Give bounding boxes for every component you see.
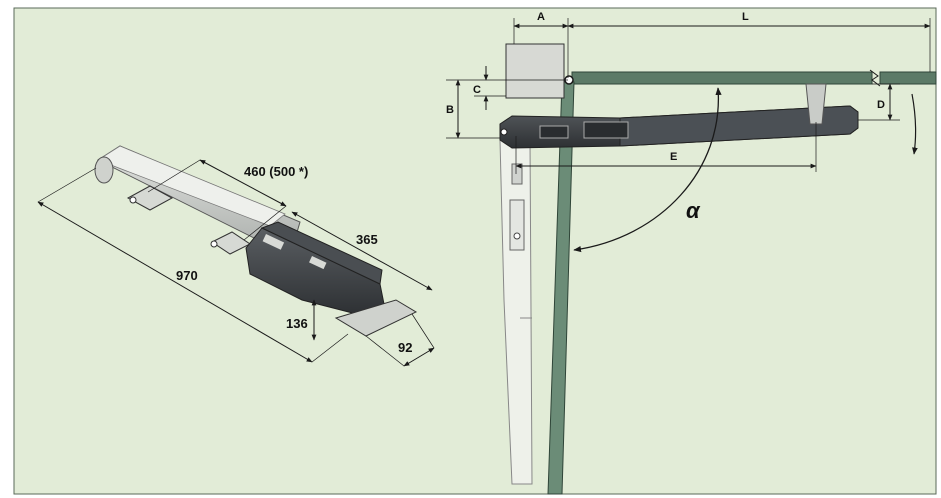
motor-isometric-view: 460 (500 *) 365 970 136 92 xyxy=(37,145,435,367)
dim-line-92 xyxy=(403,347,435,367)
motor-control-panel-2 xyxy=(583,121,629,139)
ext-970-a xyxy=(37,167,97,203)
gate-leaf-closed-end xyxy=(879,71,937,85)
installation-top-view: A L C B D E α xyxy=(446,11,937,495)
ext-970-b xyxy=(311,333,349,363)
dim-c-label: C xyxy=(473,84,481,96)
dim-a-label: A xyxy=(537,11,545,23)
hinge-pin-icon xyxy=(129,196,137,204)
angle-alpha-label: α xyxy=(686,198,701,223)
ext-92-a xyxy=(365,335,405,367)
motor-rear-pin xyxy=(500,128,508,136)
gate-bracket xyxy=(805,83,827,125)
dim-line-970 xyxy=(37,201,313,363)
dim-d-label: D xyxy=(877,99,885,111)
dim-92-label: 92 xyxy=(398,340,412,355)
rear-bracket xyxy=(334,299,418,337)
ext-460-a xyxy=(147,159,201,193)
dim-136-label: 136 xyxy=(286,316,308,331)
ext-92-b xyxy=(411,313,435,349)
gate-break-mark xyxy=(869,69,881,87)
dim-l-label: L xyxy=(742,11,749,23)
open-motor-bracket xyxy=(511,163,523,185)
swing-direction-arrow-icon xyxy=(911,93,918,155)
motor-tube-end xyxy=(94,156,114,184)
dim-460-label: 460 (500 *) xyxy=(244,164,308,179)
dim-b-label: B xyxy=(446,104,454,116)
dim-970-label: 970 xyxy=(176,268,198,283)
middle-pin xyxy=(210,240,218,248)
angle-arc-arrow-icon xyxy=(573,87,722,253)
motor-control-panel-1 xyxy=(539,125,569,139)
dim-365-label: 365 xyxy=(356,232,378,247)
gate-leaf-closed xyxy=(571,71,873,85)
open-motor-button xyxy=(513,232,521,240)
dim-e-label: E xyxy=(670,151,677,163)
dim-line-460 xyxy=(199,159,287,207)
dim-line-365 xyxy=(291,211,433,291)
open-motor-plate xyxy=(509,199,525,251)
pillar xyxy=(505,43,565,99)
